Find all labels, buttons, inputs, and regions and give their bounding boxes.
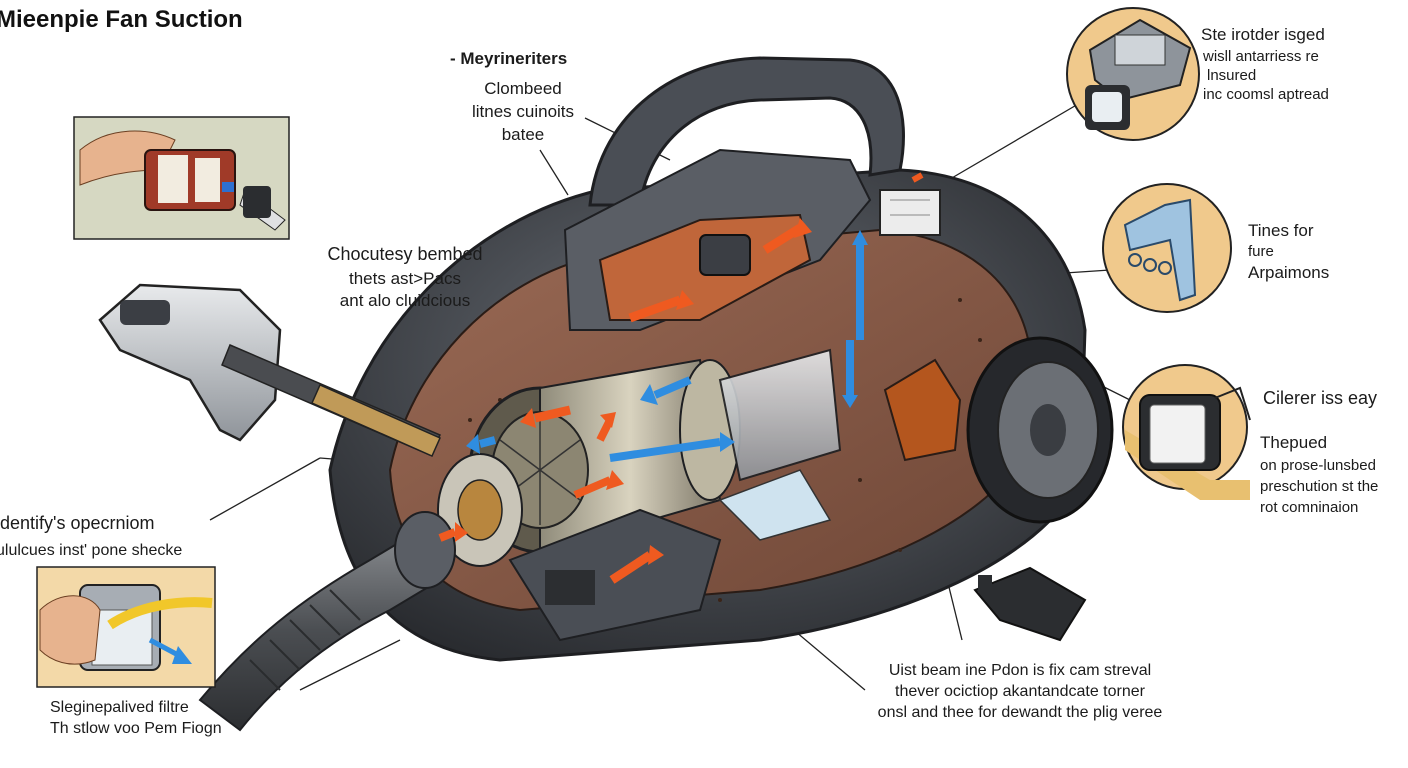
callout-mid-left-line-2: thets ast>Pacs (349, 269, 461, 288)
callout-mid-left-line-3: ant alo cluidcious (339, 291, 471, 310)
handle-icon (588, 56, 905, 207)
hose-icon (198, 511, 456, 732)
motor-cap (883, 358, 962, 462)
callout-bottom-center-line-2: thever ocictiop akantandcate torner (895, 683, 1145, 700)
inset-hand-filter (73, 116, 290, 240)
callout-top-right-line-3: inc coomsl aptread (1203, 86, 1329, 103)
wheel-icon (966, 336, 1114, 524)
callout-right-lower-line-3: rot comninaion (1260, 499, 1359, 516)
callout-top-right-heading: Ste irotder isged (1201, 25, 1325, 44)
filter-caption-line-2: Th stlow voo Pem Fiogn (50, 720, 222, 737)
inset-lid-icon (1066, 7, 1200, 141)
filter-icon (879, 189, 941, 236)
callout-top-center-line-2: litnes cuinoits (471, 102, 575, 121)
callout-right-mid-line-1: Tines for (1248, 221, 1314, 240)
nozzle-part-icon (973, 566, 1087, 642)
callout-bottom-center-line-3: onsl and thee for dewandt the plig veree (877, 704, 1163, 721)
callout-meyrineriters-heading: - Meyrineriters (450, 49, 568, 68)
inset-filter-replace (36, 566, 216, 688)
filter-caption-line-1: Sleginepalived filtre (50, 699, 189, 716)
callout-left-lower-heading: ldentify's opecrniom (0, 513, 155, 533)
callout-bottom-center-line-1: Uist beam ine Pdon is fix cam streval (888, 662, 1152, 679)
callout-top-right-line-1: wisll antarriess re (1203, 48, 1319, 65)
callout-top-center-line-1: Clombeed (484, 79, 562, 98)
callout-right-lower-line-1: on prose-lunsbed (1260, 457, 1376, 474)
callout-top-center-line-3: batee (501, 125, 545, 144)
callout-right-mid-line-3: Arpaimons (1248, 263, 1330, 282)
callout-right-mid-line-2: fure (1248, 243, 1274, 260)
callout-mid-left-line-1: Chocutesy bembed (327, 244, 483, 264)
callout-right-lower-heading: Cilerer iss eay (1263, 388, 1378, 408)
wand-handle-icon (98, 283, 442, 457)
airflow-arrow-icon (438, 172, 924, 584)
inset-clip-icon (1102, 183, 1232, 313)
callout-right-lower-line-2: preschution st the (1260, 478, 1379, 495)
page-title: Mieenpie Fan Suction (0, 6, 243, 33)
callout-top-right-line-2: lnsured (1207, 67, 1257, 84)
upper-chamber (563, 148, 872, 331)
callout-left-lower-line: ululcues inst' pone shecke (0, 542, 183, 559)
inset-filter-icon (1122, 364, 1251, 500)
callout-right-lower-subheading: Thepued (1260, 433, 1328, 452)
